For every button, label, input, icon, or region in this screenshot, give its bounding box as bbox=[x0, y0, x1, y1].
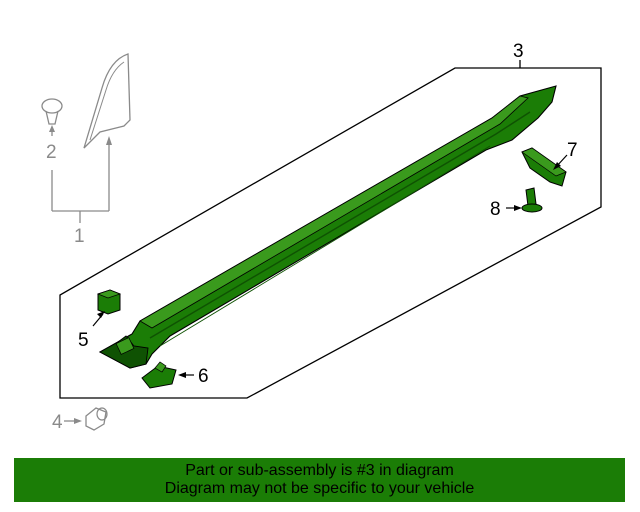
arrow-part-6 bbox=[178, 372, 186, 378]
banner-line-1: Part or sub-assembly is #3 in diagram bbox=[185, 462, 454, 479]
callout-1[interactable]: 1 bbox=[74, 226, 85, 247]
clip-part-5-face bbox=[96, 289, 122, 299]
rocker-panel-groove bbox=[149, 111, 531, 339]
part-4-group: 4 bbox=[52, 407, 108, 433]
arrow-part-7 bbox=[553, 162, 561, 170]
callout-6[interactable]: 6 bbox=[198, 366, 209, 387]
arrow-part-8 bbox=[514, 205, 522, 211]
trim-panel-part-1[interactable] bbox=[83, 53, 131, 149]
callout-3[interactable]: 3 bbox=[513, 41, 524, 62]
arrow-part-2 bbox=[49, 125, 55, 132]
callout-4[interactable]: 4 bbox=[52, 412, 63, 433]
part-7-group: 7 bbox=[521, 140, 578, 187]
part-2-group: 2 bbox=[41, 98, 63, 163]
clip-part-2-stem bbox=[45, 110, 59, 125]
part-6-group: 6 bbox=[141, 361, 209, 389]
info-banner: Part or sub-assembly is #3 in diagram Di… bbox=[14, 458, 625, 502]
part-1-group: 1 bbox=[51, 53, 131, 247]
clip-part-2-head[interactable] bbox=[41, 98, 63, 114]
callout-8[interactable]: 8 bbox=[490, 199, 501, 220]
rocker-panel-part-3[interactable] bbox=[98, 85, 557, 369]
screw-part-8-shank[interactable] bbox=[525, 187, 537, 207]
screw-part-8-head bbox=[521, 203, 543, 213]
clip-part-6-tab bbox=[154, 361, 167, 373]
clip-part-4-head bbox=[96, 407, 108, 421]
part-5-group: 5 bbox=[78, 289, 122, 351]
rocker-panel-end-tab bbox=[115, 337, 135, 355]
callout-7[interactable]: 7 bbox=[567, 140, 578, 161]
rocker-panel-lower-edge bbox=[159, 145, 491, 347]
assembly-frame bbox=[59, 67, 602, 399]
callout-2[interactable]: 2 bbox=[46, 142, 57, 163]
trim-panel-inner-line bbox=[89, 61, 125, 141]
banner-line-2: Diagram may not be specific to your vehi… bbox=[164, 480, 475, 497]
rocker-panel-top-face bbox=[139, 95, 529, 329]
arrow-part-1 bbox=[106, 136, 112, 145]
arrow-part-5 bbox=[97, 311, 105, 318]
part-8-group: 8 bbox=[490, 187, 543, 220]
clip-part-4[interactable] bbox=[85, 407, 107, 431]
callout-5[interactable]: 5 bbox=[78, 330, 89, 351]
arrow-part-4 bbox=[74, 418, 82, 424]
parts-diagram: 1 2 3 5 bbox=[41, 41, 602, 433]
